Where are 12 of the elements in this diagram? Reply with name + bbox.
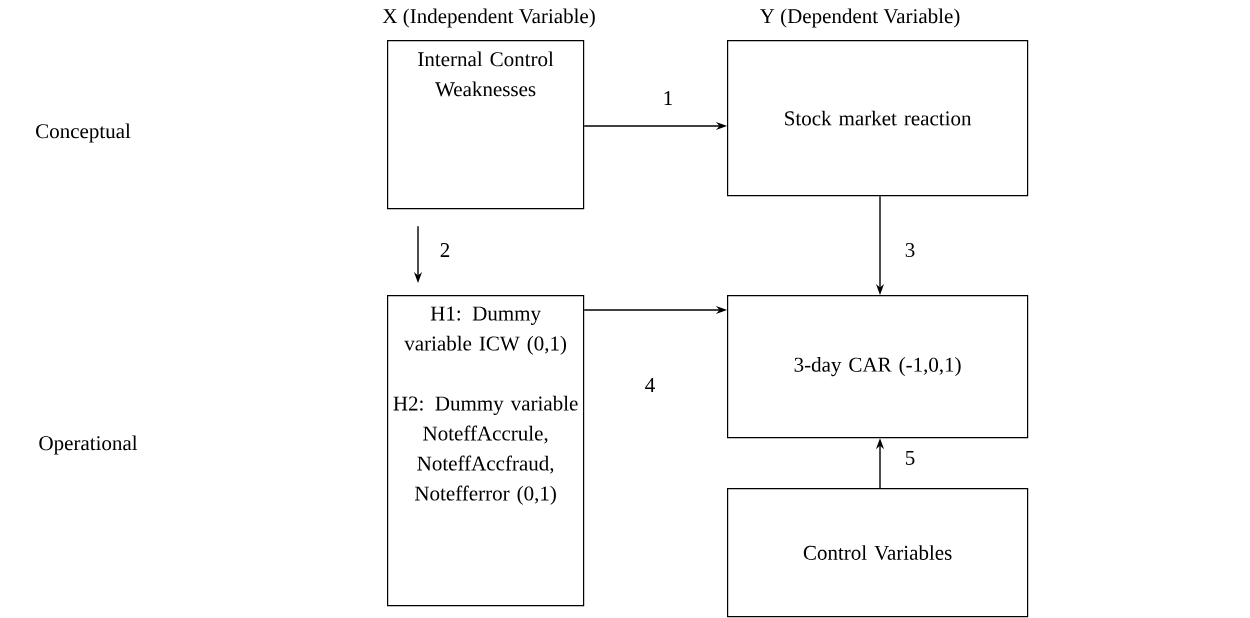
edge-label: 5 <box>906 451 915 465</box>
box: Control Variables <box>727 488 1029 618</box>
edge-label: 1 <box>664 91 672 105</box>
box: H1: Dummy variable ICW (0,1) H2: Dummy variable NoteffAccrule, NoteffAccfraud, Notefferror (0,1) <box>387 295 585 607</box>
axis-label: Operational <box>39 435 138 455</box>
box: 3-day CAR (-1,0,1) <box>727 295 1029 439</box>
box: Internal Control Weaknesses <box>387 40 585 210</box>
edge-label: 3 <box>905 242 915 258</box>
edge-label: 2 <box>440 243 450 257</box>
box: Stock market reaction <box>727 40 1029 197</box>
axis-label: Conceptual <box>36 123 131 143</box>
edge-label: 4 <box>645 378 655 392</box>
